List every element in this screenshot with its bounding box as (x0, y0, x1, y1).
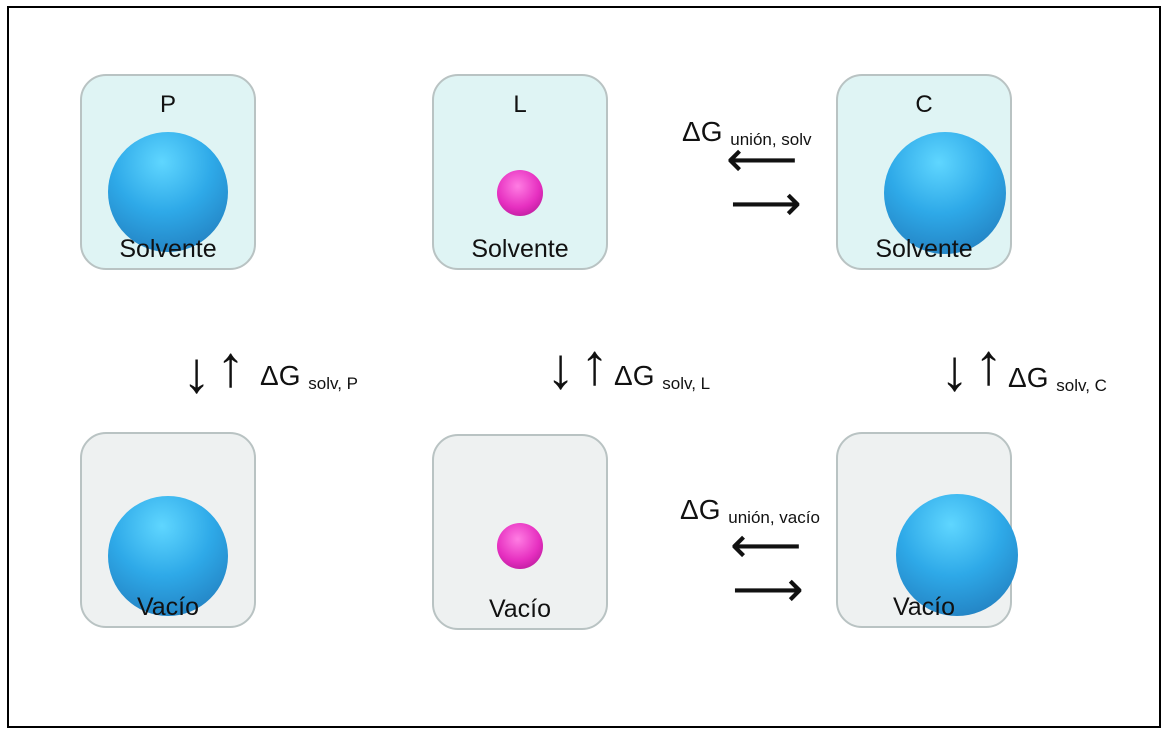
delta-g-subscript: solv, L (662, 374, 711, 393)
arrow-down-C: ↓ (940, 338, 969, 403)
box-complex-solvent: C Solvente (836, 74, 1012, 270)
protein-sphere (108, 132, 228, 252)
delta-g-solv-C: ΔG solv, C (1008, 362, 1107, 396)
label-vacio-L: Vacío (488, 595, 552, 623)
delta-g-symbol: ΔG (682, 116, 723, 147)
box-ligand-solvent: L Solvente (432, 74, 608, 270)
delta-g-symbol: ΔG (260, 360, 301, 391)
delta-g-union-vacio: ΔG unión, vacío (680, 494, 820, 528)
ligand-sphere (497, 523, 543, 569)
delta-g-union-solv: ΔG unión, solv (682, 116, 812, 150)
label-C: C (915, 91, 933, 118)
box-protein-vacuum: Vacío (80, 432, 256, 628)
delta-g-solv-P: ΔG solv, P (260, 360, 358, 394)
label-L: L (513, 91, 527, 118)
label-solvente-P: Solvente (119, 235, 217, 263)
box-protein-solvent: P Solvente (80, 74, 256, 270)
delta-g-subscript: solv, P (308, 374, 359, 393)
delta-g-symbol: ΔG (1008, 362, 1049, 393)
complex-protein-sphere (896, 494, 1018, 616)
box-complex-vacuum: Vacío (836, 432, 1018, 628)
arrow-down-L: ↓ (546, 336, 575, 401)
box-ligand-vacuum: Vacío (432, 434, 608, 630)
label-solvente-L: Solvente (471, 235, 569, 263)
arrow-right-vacio: ⟶ (732, 561, 804, 617)
arrow-down-P: ↓ (182, 340, 211, 405)
label-vacio-P: Vacío (136, 593, 200, 621)
delta-g-solv-L: ΔG solv, L (614, 360, 710, 394)
arrow-left-vacio: ⟵ (730, 517, 802, 573)
label-vacio-C: Vacío (892, 593, 956, 621)
arrow-right-solv: ⟶ (730, 175, 802, 231)
arrow-up-C: ↑ (974, 332, 1003, 397)
arrow-up-P: ↑ (216, 334, 245, 399)
delta-g-subscript: unión, solv (730, 130, 812, 149)
complex-protein-sphere (884, 132, 1006, 254)
delta-g-symbol: ΔG (680, 494, 721, 525)
diagram-frame (7, 6, 1161, 728)
label-P: P (159, 91, 176, 118)
label-solvente-C: Solvente (875, 235, 973, 263)
delta-g-symbol: ΔG (614, 360, 655, 391)
ligand-sphere (497, 170, 543, 216)
arrow-up-L: ↑ (580, 332, 609, 397)
arrow-left-solv: ⟵ (726, 131, 798, 187)
delta-g-subscript: unión, vacío (728, 508, 820, 527)
delta-g-subscript: solv, C (1056, 376, 1107, 395)
protein-sphere (108, 496, 228, 616)
